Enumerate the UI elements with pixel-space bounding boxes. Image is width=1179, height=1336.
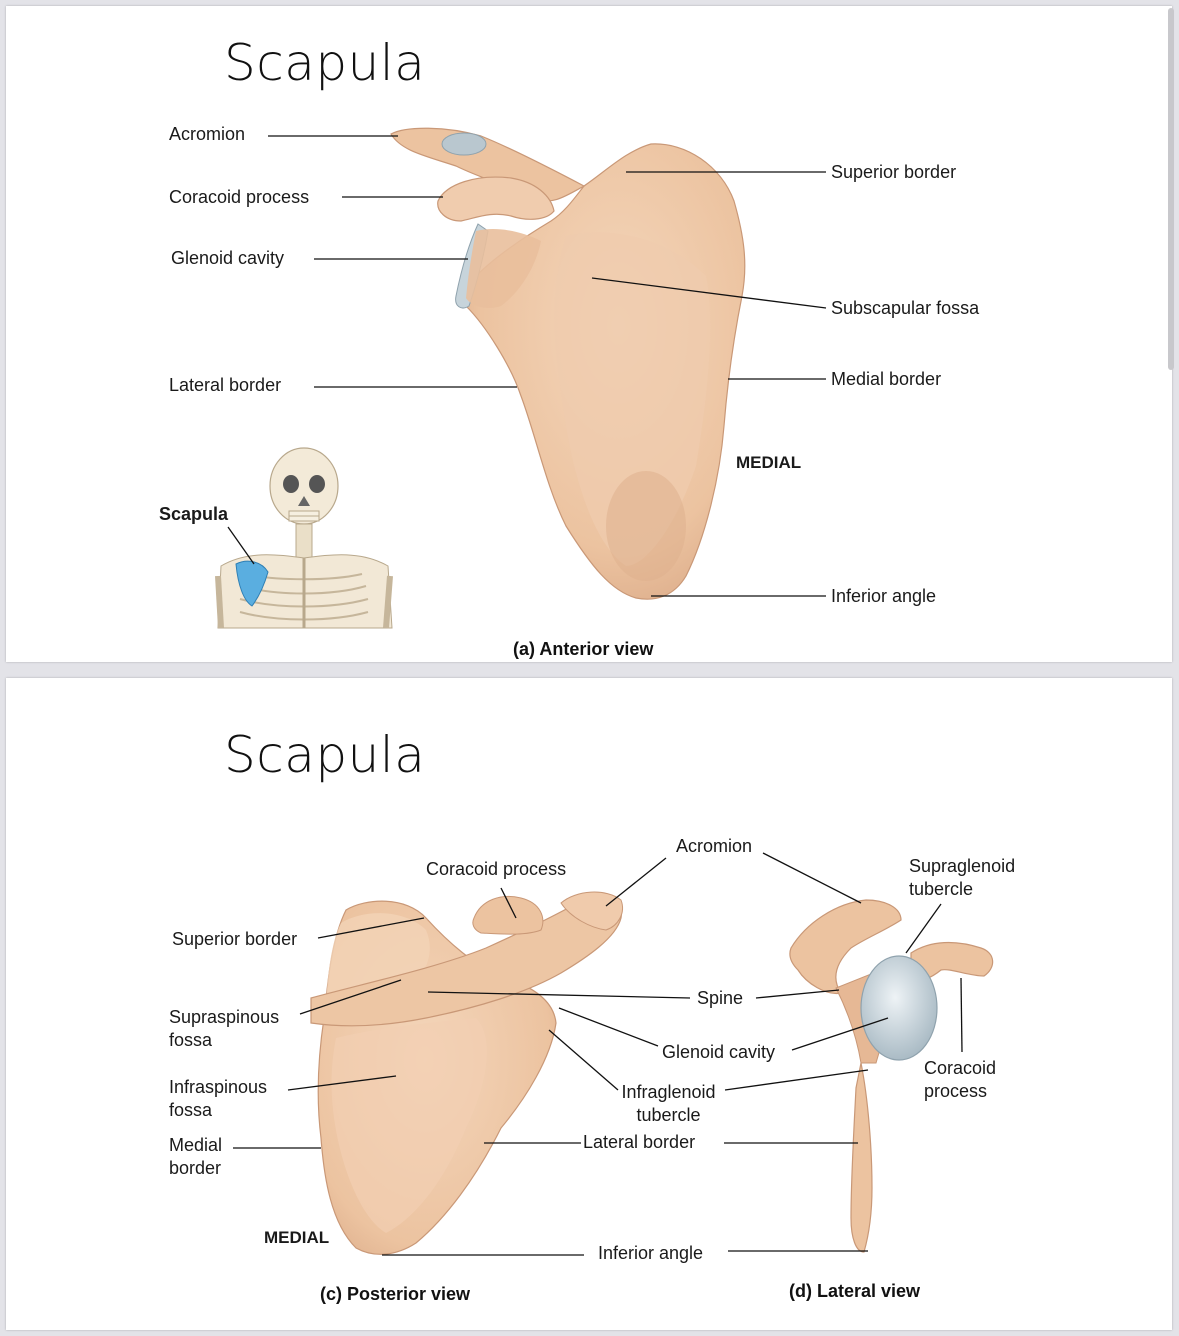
- label-inset-scapula: Scapula: [159, 504, 229, 524]
- inset-scapula-highlight: [235, 560, 269, 607]
- label-spine: Spine: [697, 988, 744, 1008]
- label-supraspinous-fossa: Supraspinous fossa: [169, 1007, 280, 1050]
- caption-lateral-view: (d) Lateral view: [789, 1281, 921, 1301]
- slide-title: Scapula: [224, 34, 426, 92]
- label-medial-border: Medial border: [831, 369, 942, 389]
- label-medial-direction: MEDIAL: [736, 453, 802, 472]
- acromion-cartilage: [441, 132, 487, 156]
- label-subscapular-fossa: Subscapular fossa: [831, 298, 980, 318]
- skeleton-inset: [215, 447, 393, 629]
- label-infraspinous-fossa: Infraspinous fossa: [169, 1077, 268, 1120]
- label-lateral-border: Lateral border: [169, 375, 282, 395]
- label-coracoid-process: Coracoid process: [426, 859, 567, 879]
- label-medial-border: Medial border: [169, 1135, 223, 1178]
- label-inferior-angle: Inferior angle: [831, 586, 937, 606]
- label-coracoid-process-lateral: Coracoid process: [924, 1058, 997, 1101]
- label-inferior-angle: Inferior angle: [598, 1243, 704, 1263]
- label-superior-border: Superior border: [172, 929, 298, 949]
- spine-shape: [310, 895, 622, 1027]
- slide-title: Scapula: [224, 726, 426, 784]
- label-lateral-border: Lateral border: [583, 1132, 696, 1152]
- slide-anterior: Scapula: [6, 6, 1172, 662]
- lateral-glenoid-cavity: [860, 955, 938, 1061]
- label-coracoid-process: Coracoid process: [169, 187, 310, 207]
- anterior-scapula-illustration: [215, 127, 827, 629]
- caption-posterior-view: (c) Posterior view: [320, 1284, 471, 1304]
- label-supraglenoid-tubercle: Supraglenoid tubercle: [909, 856, 1016, 899]
- lateral-acromion: [789, 899, 902, 995]
- leader-lines-anterior: [227, 135, 827, 597]
- leader-lines-posterior: [233, 852, 963, 1256]
- posterior-lateral-scapula-illustration: [233, 852, 994, 1256]
- label-acromion: Acromion: [169, 124, 246, 144]
- label-superior-border: Superior border: [831, 162, 957, 182]
- scrollbar[interactable]: [1168, 8, 1174, 370]
- caption-anterior-view: (a) Anterior view: [513, 639, 654, 659]
- label-glenoid-cavity: Glenoid cavity: [171, 248, 285, 268]
- label-acromion: Acromion: [676, 836, 753, 856]
- label-medial-direction: MEDIAL: [264, 1228, 330, 1247]
- label-glenoid-cavity: Glenoid cavity: [662, 1042, 776, 1062]
- slide-posterior-lateral: Scapula: [6, 678, 1172, 1330]
- coracoid-shape: [437, 176, 555, 222]
- subscapular-fossa-shade: [554, 232, 711, 567]
- label-infraglenoid-tubercle: Infraglenoid tubercle: [621, 1082, 716, 1125]
- scapula-lateral-blade: [850, 1062, 873, 1253]
